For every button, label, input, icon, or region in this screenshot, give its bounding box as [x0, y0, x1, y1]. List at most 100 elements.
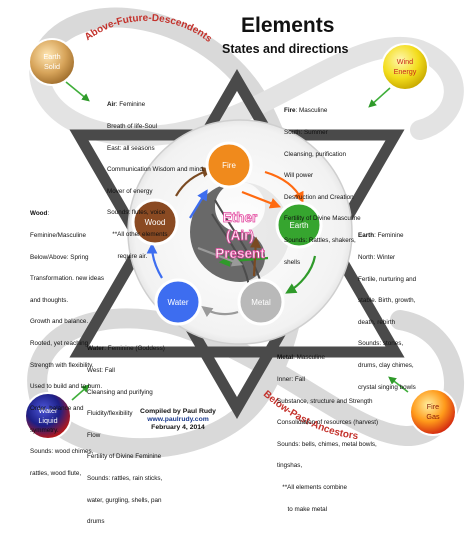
metal-line-6: **All elements combine [277, 484, 347, 492]
credit-author: Compiled by Paul Rudy [140, 408, 216, 415]
fire-label: Fire [222, 161, 236, 170]
fire-line-5: Fertility of Divine Masculine [284, 215, 361, 223]
water-heading: Water [87, 345, 105, 353]
fire-line-1: South: Summer [284, 129, 328, 137]
water-line-3: Fluidity/flexibility [87, 410, 133, 418]
fire-description: Fire: Masculine South: Summer Cleansing,… [284, 93, 361, 273]
air-line-3: Communication Wisdom and mind. [107, 166, 205, 174]
wood-line-5: Growth and balance. [30, 318, 89, 326]
wood-heading: Wood [30, 210, 48, 218]
fire-line-2: Cleansing, purification [284, 150, 346, 158]
earth-solid-node[interactable]: Earth Solid [28, 38, 76, 86]
wood-label: Wood [145, 218, 166, 227]
earth-line-0: : Feminine [374, 232, 404, 240]
state-connectors [65, 81, 409, 401]
earth-line-3: stable. Birth, growth, [358, 297, 416, 305]
metal-line-0: : Masculine [293, 354, 325, 362]
water-line-4: Flow [87, 431, 101, 439]
earth-line-7: crystal singing bowls [358, 383, 416, 391]
air-line-4: Mover of energy [107, 187, 153, 195]
earth-node[interactable]: Earth [275, 201, 323, 249]
credit-block: Compiled by Paul Rudy www.paulrudy.com F… [118, 408, 238, 432]
center-label: Ether (Air) Present [215, 210, 266, 262]
water-liquid-line1: Water [39, 406, 59, 415]
upper-loop [29, 36, 464, 147]
air-line-7: require air. [107, 252, 148, 260]
air-heading: Air [107, 101, 116, 109]
earth-solid-line1: Earth [43, 52, 60, 61]
wood-line-0: : [47, 210, 50, 218]
earth-line-6: drums, clay chimes, [358, 362, 414, 370]
page-subtitle: States and directions [222, 42, 349, 56]
fire-gas-node[interactable]: Fire Gas [409, 388, 457, 436]
air-line-2: East: all seasons [107, 144, 155, 152]
earth-heading: Earth [358, 232, 375, 240]
wood-line-10: symmetry. [30, 426, 59, 434]
water-line-2: Cleansing and purifying [87, 388, 153, 396]
metal-label: Metal [251, 298, 271, 307]
air-line-1: Breath of life-Soul [107, 123, 158, 131]
water-line-5: Fertility of Divine Feminine [87, 453, 162, 461]
center-present: Present [215, 246, 265, 261]
water-line-1: West: Fall [87, 367, 115, 375]
earth-line-5: Sounds: stones, [358, 340, 404, 348]
fire-line-6: Sounds: Rattles, shakers, [284, 237, 356, 245]
fire-gas-line1: Fire [427, 402, 439, 411]
water-line-6: Sounds: rattles, rain sticks, [87, 475, 163, 483]
metal-line-3: Consolidation of resources (harvest) [277, 419, 379, 427]
metal-heading: Metal [277, 354, 294, 362]
water-liquid-line2: Liquid [38, 416, 57, 425]
wind-energy-node[interactable]: Wind Energy [381, 43, 429, 91]
earth-line-1: North: Winter [358, 254, 396, 262]
wood-line-6: Rooted, yet reaching [30, 340, 89, 348]
wood-line-11: Sounds: wood chimes, [30, 448, 94, 456]
water-liquid-node[interactable]: Water Liquid [24, 392, 72, 440]
elements-diagram: Fire Earth Metal Water Wood Ether (Air) … [24, 7, 464, 459]
center-air: (Air) [226, 228, 254, 243]
fire-line-7: shells [284, 258, 301, 266]
earth-line-4: death, rebirth [358, 318, 396, 326]
metal-line-2: Substance, structure and Strength [277, 397, 373, 405]
earth-label: Earth [289, 221, 308, 230]
fire-gas-line2: Gas [426, 412, 440, 421]
metal-line-5: tingshas, [277, 462, 303, 470]
wood-line-12: rattles, wood flute, [30, 469, 82, 477]
metal-node[interactable]: Metal [237, 278, 285, 326]
water-label: Water [167, 298, 188, 307]
air-line-5: Sounds: flutes, voice [107, 209, 166, 217]
water-line-0: : Feminine (Goddess) [104, 345, 165, 353]
credit-date: February 4, 2014 [151, 424, 205, 431]
metal-description: Metal: Masculine Inner: Fall Substance, … [277, 340, 378, 520]
fire-line-3: Will power [284, 172, 314, 180]
wood-line-1: Feminine/Masculine [30, 232, 86, 240]
earth-description: Earth: Feminine North: Winter Fertile, n… [358, 218, 416, 398]
earth-solid-line2: Solid [44, 62, 60, 71]
air-line-6: **All other elements [107, 231, 168, 239]
air-description: Air: Feminine Breath of life-Soul East: … [107, 87, 205, 267]
center-ether: Ether [223, 210, 258, 225]
fire-line-0: : Masculine [295, 107, 328, 115]
water-line-7: water, gurgling, shells, pan [87, 496, 162, 504]
air-line-0: : Feminine [115, 101, 146, 109]
credit-website-link[interactable]: www.paulrudy.com [147, 416, 209, 423]
wood-line-3: Transformation. new ideas [30, 275, 104, 283]
wood-line-7: Strength with flexibility. [30, 361, 94, 369]
wood-line-4: and thoughts. [30, 296, 69, 304]
wood-line-2: Below/Above: Spring [30, 253, 89, 261]
wood-line-8: Used to build and to burn. [30, 383, 103, 391]
wood-description: Wood: Feminine/Masculine Below/Above: Sp… [30, 196, 104, 484]
metal-line-1: Inner: Fall [277, 376, 305, 384]
metal-line-4: Sounds: bells, chimes, metal bowls, [277, 440, 377, 448]
water-node[interactable]: Water [154, 278, 202, 326]
fire-line-4: Destruction and Creation [284, 193, 354, 201]
water-line-8: drums [87, 518, 105, 526]
earth-line-2: Fertile, nurturing and [358, 275, 417, 283]
wind-energy-line2: Energy [394, 67, 417, 76]
page-title: Elements [241, 14, 335, 37]
wind-energy-line1: Wind [397, 57, 413, 66]
wood-node[interactable]: Wood [131, 198, 179, 246]
fire-heading: Fire [284, 107, 296, 115]
wood-line-9: Order, balance and [30, 404, 84, 412]
fire-node[interactable]: Fire [205, 141, 253, 189]
metal-line-7: to make metal [277, 505, 328, 513]
